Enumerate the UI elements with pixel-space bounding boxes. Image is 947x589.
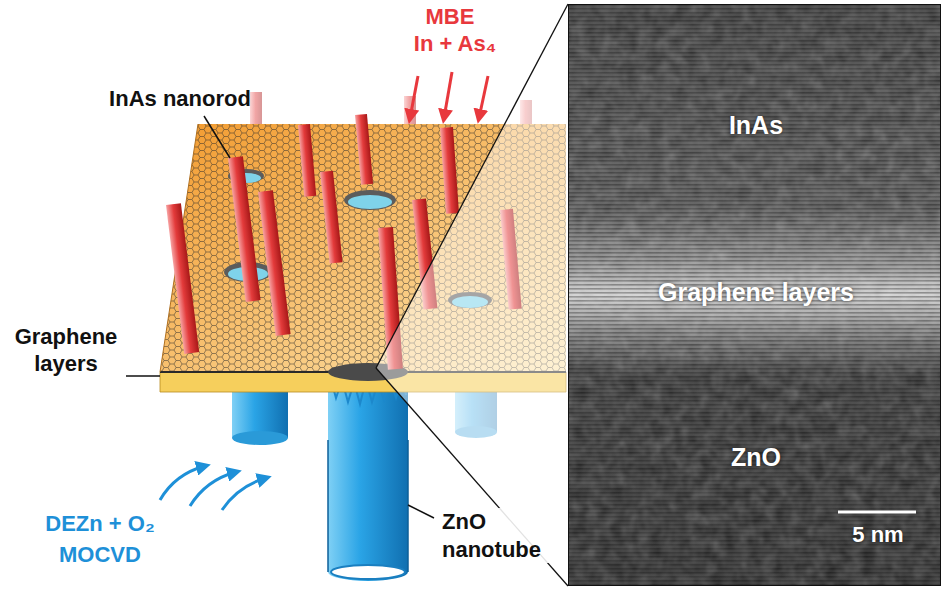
tem-grain bbox=[568, 4, 941, 586]
leader-line bbox=[408, 505, 434, 518]
nanorod bbox=[166, 203, 199, 354]
part-label: InAs nanorod bbox=[109, 85, 251, 113]
nanorod bbox=[355, 114, 373, 185]
part-label: Graphene layers bbox=[3, 323, 129, 378]
flux-arrow bbox=[410, 76, 418, 118]
nanotube-end bbox=[232, 431, 288, 445]
layer-label: Graphene layers bbox=[658, 278, 854, 307]
nanotube-edge bbox=[327, 440, 329, 572]
tem-panel: InAsGraphene layersZnO 5 nm bbox=[568, 4, 941, 586]
leader-line bbox=[126, 375, 160, 377]
zno-small-tube bbox=[232, 390, 288, 445]
leader-line bbox=[204, 116, 230, 158]
zoom-wedge bbox=[376, 3, 568, 587]
zoom-line bbox=[376, 4, 568, 368]
scale-label: 5 nm bbox=[852, 522, 903, 548]
nanotube-opening bbox=[331, 565, 405, 579]
layer-label: ZnO bbox=[731, 443, 781, 472]
zoom-line bbox=[376, 368, 568, 586]
part-label: ZnO nanotube bbox=[440, 508, 562, 563]
tem-fringes bbox=[568, 4, 941, 586]
process-name: MBE bbox=[426, 3, 475, 31]
hole-fill bbox=[348, 195, 392, 209]
flux-arrow bbox=[444, 72, 452, 118]
nanorod bbox=[440, 127, 459, 214]
hole bbox=[344, 190, 396, 210]
nanotube-body bbox=[328, 385, 408, 581]
scale-bar bbox=[838, 511, 916, 514]
nanorod bbox=[258, 190, 291, 336]
source-label: In + As₄ bbox=[414, 30, 496, 58]
zno-nanotube bbox=[328, 376, 408, 581]
layer-label: InAs bbox=[729, 111, 783, 140]
mbe-arrows bbox=[410, 72, 488, 118]
tem-image bbox=[568, 4, 941, 586]
nanotube-body bbox=[232, 390, 288, 438]
nanorod bbox=[228, 156, 261, 302]
source-label: DEZn + O₂ bbox=[45, 510, 154, 538]
flux-arrow bbox=[222, 478, 266, 510]
process-name: MOCVD bbox=[59, 541, 141, 569]
tem-ground bbox=[568, 4, 941, 586]
flux-arrow bbox=[479, 76, 488, 118]
mocvd-arrows bbox=[160, 466, 266, 510]
nanorod bbox=[298, 124, 316, 197]
nanorod bbox=[320, 171, 343, 264]
